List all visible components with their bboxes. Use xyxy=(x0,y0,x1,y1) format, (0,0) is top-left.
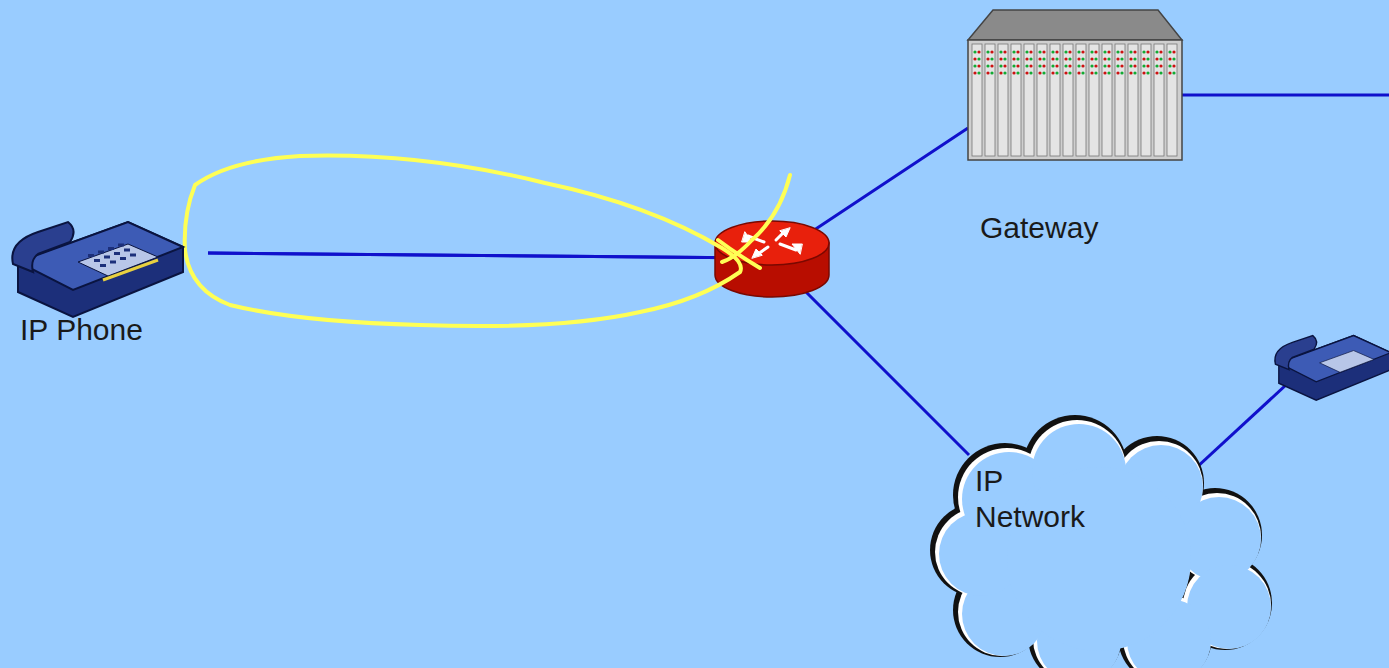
highlight-ellipse xyxy=(185,156,790,327)
cloud-shape xyxy=(930,415,1272,668)
node-label: Gateway xyxy=(980,210,1098,246)
node-label: IP Network xyxy=(975,463,1105,535)
phone-node: IP Phone xyxy=(8,200,208,352)
trunk-line xyxy=(1182,94,1389,97)
node-icon xyxy=(925,425,1275,668)
gateway-node: Gateway xyxy=(960,6,1190,256)
cloud-node: IP Network xyxy=(925,425,1275,668)
remote-phone-icon xyxy=(1275,336,1389,401)
gateway-rack xyxy=(968,10,1182,160)
node-label: IP Phone xyxy=(20,312,143,348)
network-link xyxy=(208,253,969,455)
phone-icon xyxy=(12,222,183,317)
